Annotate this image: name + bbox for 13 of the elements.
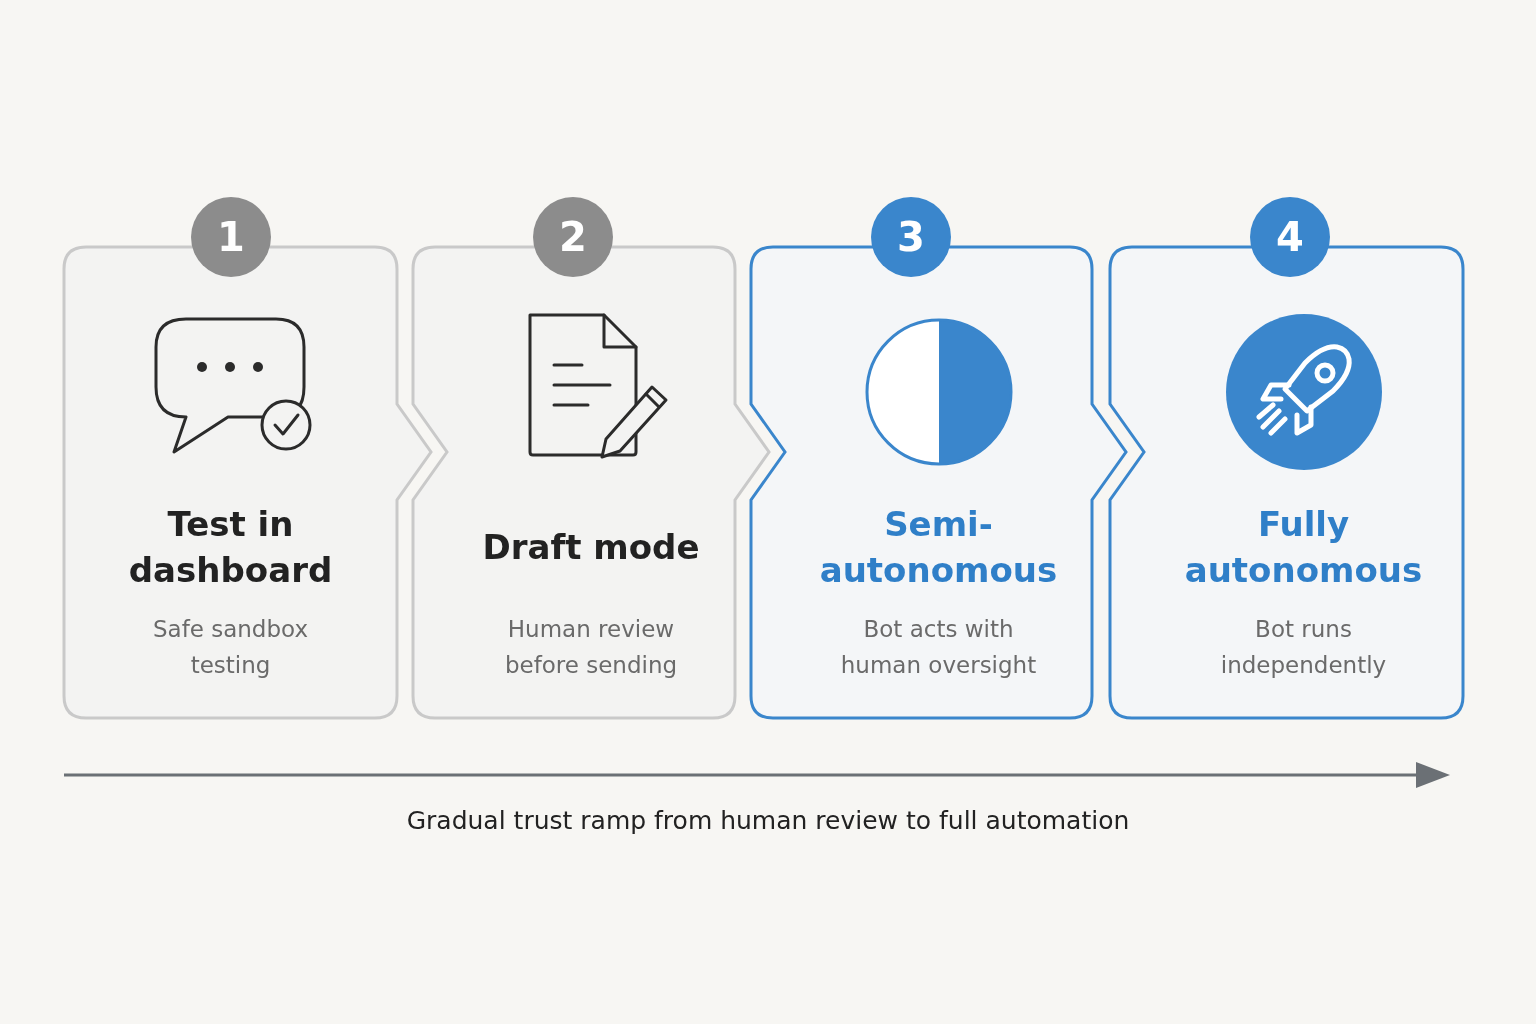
- step-description: Bot runs independently: [1219, 615, 1388, 680]
- step-number-badge: 3: [871, 197, 951, 277]
- step-description: Human review before sending: [503, 615, 679, 680]
- caption: Gradual trust ramp from human review to full automation: [406, 806, 1130, 835]
- step-number-badge: 2: [533, 197, 613, 277]
- step-title: Test in dashboard: [127, 503, 334, 592]
- step-title: Semi-autonomous: [818, 503, 1059, 592]
- step-number-badge: 4: [1250, 197, 1330, 277]
- step-number-badge: 1: [191, 197, 271, 277]
- step-description: Bot acts with human oversight: [839, 615, 1038, 680]
- step-title: Fully autonomous: [1183, 503, 1424, 592]
- step-title: Draft mode: [482, 526, 700, 569]
- step-description: Safe sandbox testing: [151, 615, 310, 680]
